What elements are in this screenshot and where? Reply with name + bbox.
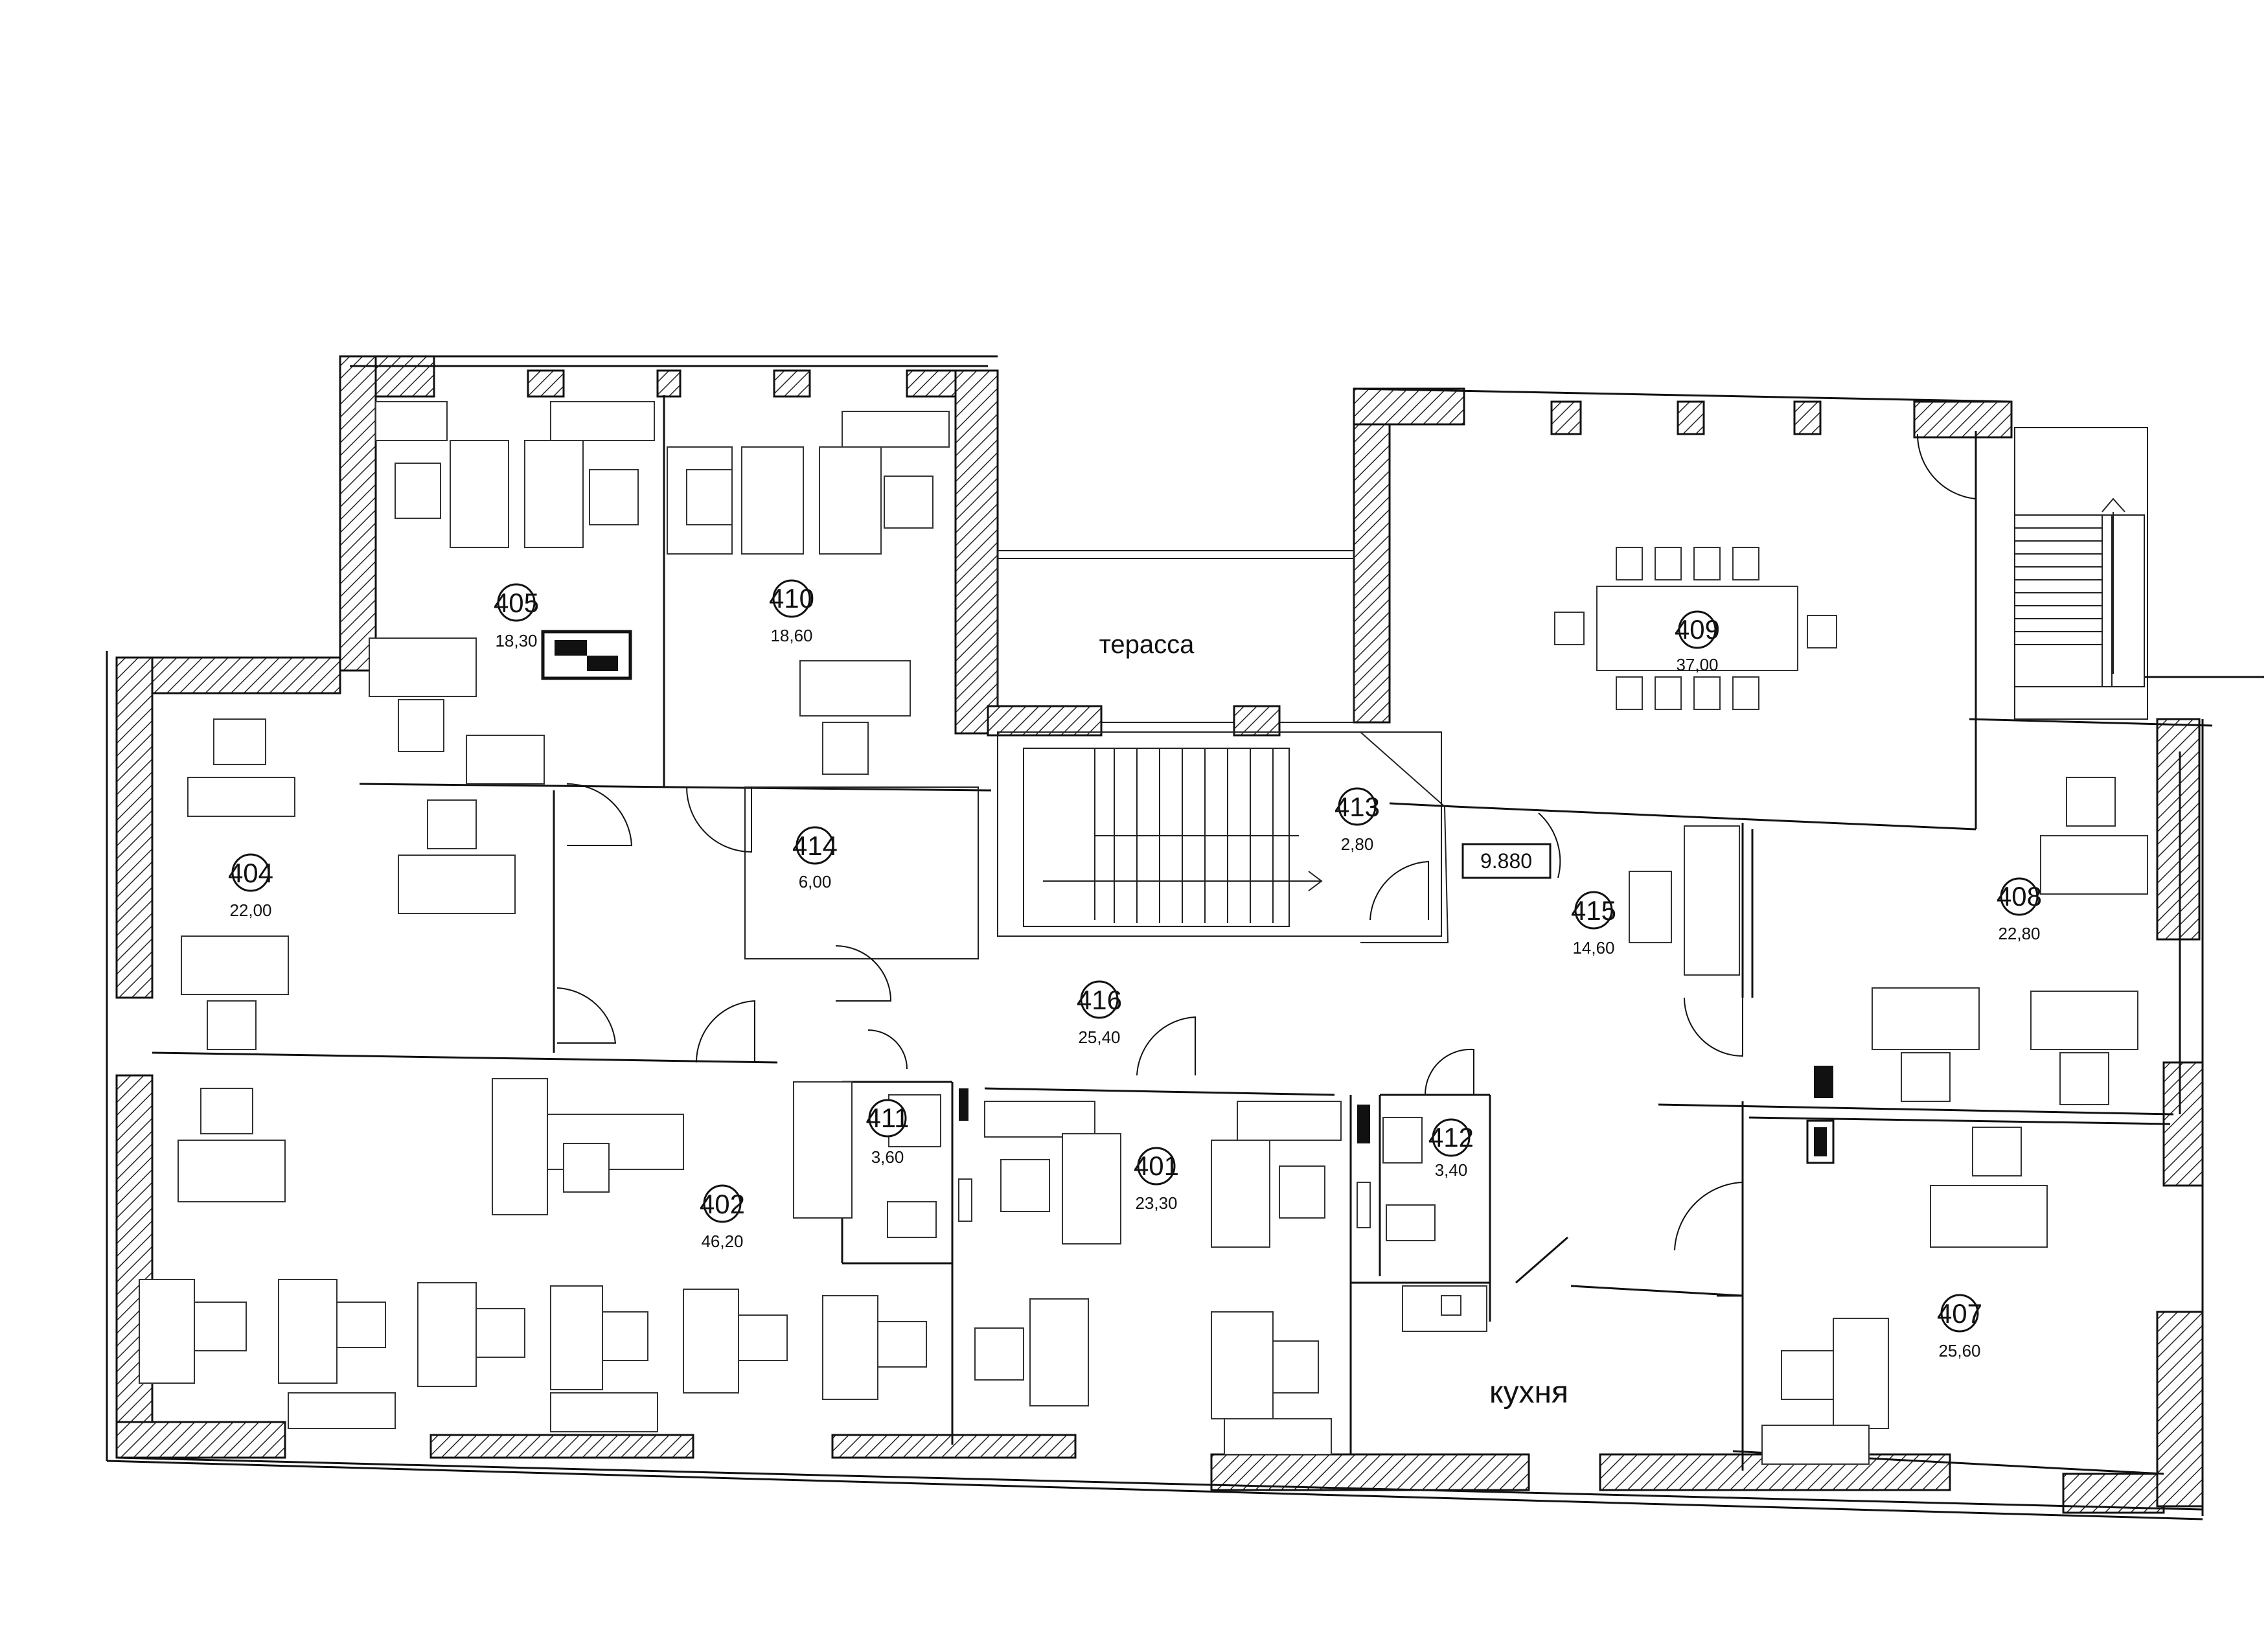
- room-tag-414: 414 6,00: [792, 826, 838, 891]
- room-tag-408: 408 22,80: [1997, 877, 2042, 943]
- room-tag-405: 405 18,30: [494, 583, 539, 650]
- room-tag-402: 402 46,20: [700, 1184, 745, 1251]
- doors: [556, 433, 1976, 1251]
- room-tag-401: 401 23,30: [1134, 1147, 1179, 1213]
- outer-walls: [106, 355, 2264, 1520]
- room-number: 412: [1428, 1122, 1474, 1153]
- room-area: 3,40: [1435, 1160, 1468, 1180]
- room-number: 401: [1134, 1151, 1179, 1181]
- room-number: 402: [700, 1189, 745, 1219]
- stairs-right: [2014, 498, 2145, 687]
- room-number: 411: [866, 1103, 910, 1133]
- terrace: терасса: [987, 550, 1355, 737]
- room-tag-415: 415 14,60: [1571, 891, 1616, 958]
- room-number: 410: [769, 583, 814, 614]
- room-area: 37,00: [1676, 655, 1718, 674]
- level-mark: 9.880: [1461, 843, 1552, 879]
- room-number: 416: [1077, 985, 1122, 1015]
- terrace-label: терасса: [1099, 630, 1195, 659]
- stairs-413: [1023, 731, 1449, 943]
- kitchen-label: кухня: [1489, 1375, 1568, 1410]
- room-area: 14,60: [1572, 938, 1614, 958]
- room-number: 407: [1937, 1298, 1982, 1329]
- room-tag-407: 407 25,60: [1937, 1294, 1982, 1360]
- furniture: [139, 401, 2148, 1465]
- room-tag-410: 410 18,60: [769, 579, 814, 645]
- room-number: 414: [792, 831, 838, 861]
- room-number: 415: [1571, 895, 1616, 926]
- room-area: 18,60: [770, 626, 812, 645]
- room-area: 46,20: [701, 1232, 743, 1251]
- room-tag-416: 416 25,40: [1077, 980, 1122, 1047]
- room-number: 413: [1334, 792, 1380, 822]
- room-number: 409: [1675, 614, 1720, 645]
- room-area: 23,30: [1135, 1193, 1177, 1213]
- level-mark-value: 9.880: [1480, 849, 1532, 873]
- room-tag-412: 412 3,40: [1428, 1118, 1474, 1180]
- room-area: 18,30: [495, 631, 537, 650]
- room-area: 3,60: [871, 1147, 904, 1167]
- room-number: 405: [494, 588, 539, 618]
- room-area: 22,00: [229, 901, 271, 920]
- room-tag-413: 413 2,80: [1334, 787, 1380, 854]
- room-area: 25,40: [1078, 1027, 1120, 1047]
- room-number: 404: [228, 858, 273, 888]
- room-area: 2,80: [1341, 834, 1374, 854]
- room-area: 6,00: [799, 872, 832, 891]
- interior-walls: [152, 395, 2181, 1475]
- room-tag-409: 409 37,00: [1675, 610, 1720, 674]
- room-area: 22,80: [1998, 924, 2040, 943]
- room-number: 408: [1997, 881, 2042, 912]
- room-area: 25,60: [1938, 1341, 1980, 1360]
- room-tag-411: 411 3,60: [866, 1099, 910, 1167]
- room-tag-404: 404 22,00: [228, 853, 273, 920]
